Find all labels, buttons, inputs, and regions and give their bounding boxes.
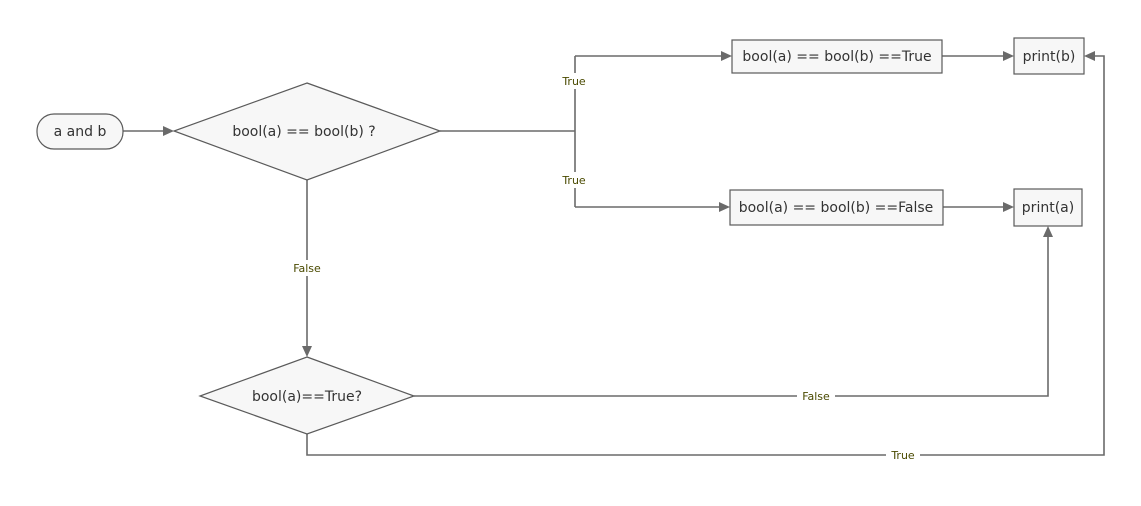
process-node-true: bool(a) == bool(b) ==True bbox=[731, 39, 943, 74]
edge-decision2-to-print-a bbox=[414, 236, 1049, 397]
edge-label-lower-true: True bbox=[561, 174, 586, 187]
decision-node-1-label: bool(a) == bool(b) ? bbox=[232, 124, 375, 140]
arrow-head bbox=[719, 202, 730, 212]
print-a-node: print(a) bbox=[1013, 188, 1083, 227]
edge-label-decision1-false: False bbox=[293, 262, 321, 275]
start-node-label: a and b bbox=[54, 124, 107, 140]
start-node: a and b bbox=[36, 113, 124, 150]
process-node-false: bool(a) == bool(b) ==False bbox=[729, 189, 944, 226]
edge-labels: True True False False True bbox=[288, 73, 920, 463]
arrow-head bbox=[1084, 51, 1095, 61]
print-b-node-label: print(b) bbox=[1023, 49, 1076, 65]
edge-label-upper-true: True bbox=[561, 75, 586, 88]
arrow-head bbox=[1003, 51, 1014, 61]
arrow-head bbox=[1003, 202, 1014, 212]
decision-node-1: bool(a) == bool(b) ? bbox=[172, 82, 442, 181]
arrow-head bbox=[163, 126, 174, 136]
edge-decision2-to-print-b bbox=[306, 55, 1105, 456]
nodes: a and b bool(a) == bool(b) ? bool(a) == … bbox=[36, 37, 1085, 435]
arrow-head bbox=[1043, 226, 1053, 237]
print-b-node: print(b) bbox=[1013, 37, 1085, 75]
process-node-true-label: bool(a) == bool(b) ==True bbox=[742, 49, 931, 65]
decision-node-2-label: bool(a)==True? bbox=[252, 389, 362, 405]
print-a-node-label: print(a) bbox=[1022, 200, 1074, 216]
arrow-head bbox=[302, 346, 312, 357]
decision-node-2: bool(a)==True? bbox=[198, 356, 416, 435]
edge-label-decision2-false: False bbox=[802, 390, 830, 403]
arrow-head bbox=[721, 51, 732, 61]
process-node-false-label: bool(a) == bool(b) ==False bbox=[739, 200, 934, 216]
edge-label-decision2-true: True bbox=[890, 449, 915, 462]
